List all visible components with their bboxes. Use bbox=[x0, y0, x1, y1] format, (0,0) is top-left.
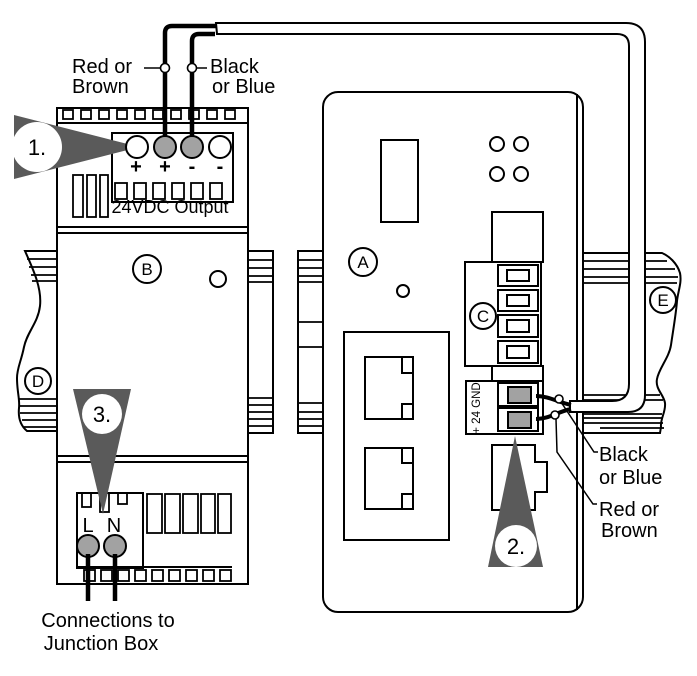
rail-clip-left bbox=[246, 250, 274, 434]
polarity-mark-1: + bbox=[130, 156, 142, 178]
step2-badge bbox=[495, 525, 537, 567]
positive-wire-point-top bbox=[159, 62, 171, 74]
wire-label-positive-top-1: Red or bbox=[72, 56, 132, 78]
psu-output-label: 24VDC Output bbox=[111, 197, 228, 217]
ethernet-ports bbox=[343, 331, 450, 541]
positive-wire-top bbox=[162, 23, 216, 137]
device-body bbox=[322, 91, 584, 613]
label-circle-e bbox=[649, 286, 677, 314]
polarity-mark-3: - bbox=[189, 156, 196, 178]
cable-sheath bbox=[214, 22, 646, 413]
terminal-n bbox=[103, 534, 127, 558]
component-label-e: E bbox=[657, 291, 668, 310]
component-label-b: B bbox=[141, 260, 152, 279]
network-device bbox=[322, 91, 584, 613]
output-terminal-3 bbox=[180, 135, 204, 159]
power-terminal-block bbox=[465, 380, 544, 435]
psu-vent-slots bbox=[72, 174, 109, 218]
psu-indicator-dot bbox=[209, 270, 227, 288]
negative-wire-point-right bbox=[554, 394, 564, 404]
wire-label-positive-right-1: Red or bbox=[599, 499, 659, 521]
step1-number: 1. bbox=[28, 135, 46, 160]
psu-output-terminal-block bbox=[111, 132, 234, 203]
step1-badge bbox=[12, 122, 62, 172]
label-circle-d bbox=[24, 367, 52, 395]
terminal-label-l: L bbox=[82, 515, 93, 537]
polarity-mark-4: - bbox=[217, 156, 224, 178]
step3-number: 3. bbox=[93, 402, 111, 427]
positive-wire-point-right bbox=[550, 410, 560, 420]
component-label-c: C bbox=[477, 307, 489, 326]
io-connector bbox=[464, 261, 542, 367]
junction-wires bbox=[85, 554, 118, 601]
junction-note-line2: Junction Box bbox=[44, 633, 159, 655]
rj45-port-top bbox=[364, 356, 414, 420]
wire-connection-points bbox=[159, 62, 564, 420]
rail-left-shape bbox=[15, 250, 58, 432]
label-circle-a bbox=[348, 247, 378, 277]
output-terminal-1 bbox=[125, 135, 149, 159]
component-label-a: A bbox=[357, 253, 369, 272]
device-slot bbox=[380, 139, 419, 223]
psu-top-teeth bbox=[62, 109, 236, 120]
output-terminal-4 bbox=[208, 135, 232, 159]
step3-arrow: 3. bbox=[73, 389, 131, 514]
wire-label-positive-top-2: Brown bbox=[72, 76, 129, 98]
psu-bottom-teeth bbox=[83, 569, 232, 582]
psu-bottom-slots bbox=[146, 493, 232, 534]
junction-note-line1: Connections to bbox=[41, 610, 174, 632]
wire-label-negative-right-2: or Blue bbox=[599, 467, 662, 489]
wire-label-negative-top-2: or Blue bbox=[212, 76, 275, 98]
wire-label-positive-right-2: Brown bbox=[601, 520, 658, 542]
rail-clip-right bbox=[297, 250, 324, 434]
component-label-d: D bbox=[32, 372, 44, 391]
device-led-holes bbox=[489, 136, 529, 182]
negative-wire-right bbox=[535, 394, 572, 407]
polarity-mark-2: + bbox=[159, 156, 171, 178]
din-rail-left-end bbox=[15, 250, 58, 432]
label-leader-lines bbox=[144, 67, 598, 505]
psu-terminal-teeth bbox=[114, 182, 223, 200]
negative-wire-point-top bbox=[186, 62, 198, 74]
step2-number: 2. bbox=[507, 534, 525, 559]
output-terminal-2 bbox=[153, 135, 177, 159]
wire-label-negative-right-1: Black bbox=[599, 444, 649, 466]
power-terminal-label: + 24 GND bbox=[471, 382, 483, 433]
power-supply-unit bbox=[56, 107, 249, 601]
wire-label-negative-top-1: Black bbox=[210, 56, 260, 78]
negative-wire-top bbox=[189, 31, 215, 137]
step1-arrow: 1. bbox=[12, 115, 139, 179]
rj45-port-bottom bbox=[364, 447, 414, 510]
label-circle-c bbox=[469, 302, 497, 330]
label-circle-b bbox=[132, 254, 162, 284]
terminal-l bbox=[76, 534, 100, 558]
step2-arrow: 2. bbox=[488, 436, 543, 567]
psu-output-terminals bbox=[125, 135, 232, 159]
terminal-label-n: N bbox=[107, 515, 121, 537]
device-dot bbox=[396, 284, 410, 298]
step3-badge bbox=[82, 394, 122, 434]
psu-body bbox=[56, 107, 249, 585]
